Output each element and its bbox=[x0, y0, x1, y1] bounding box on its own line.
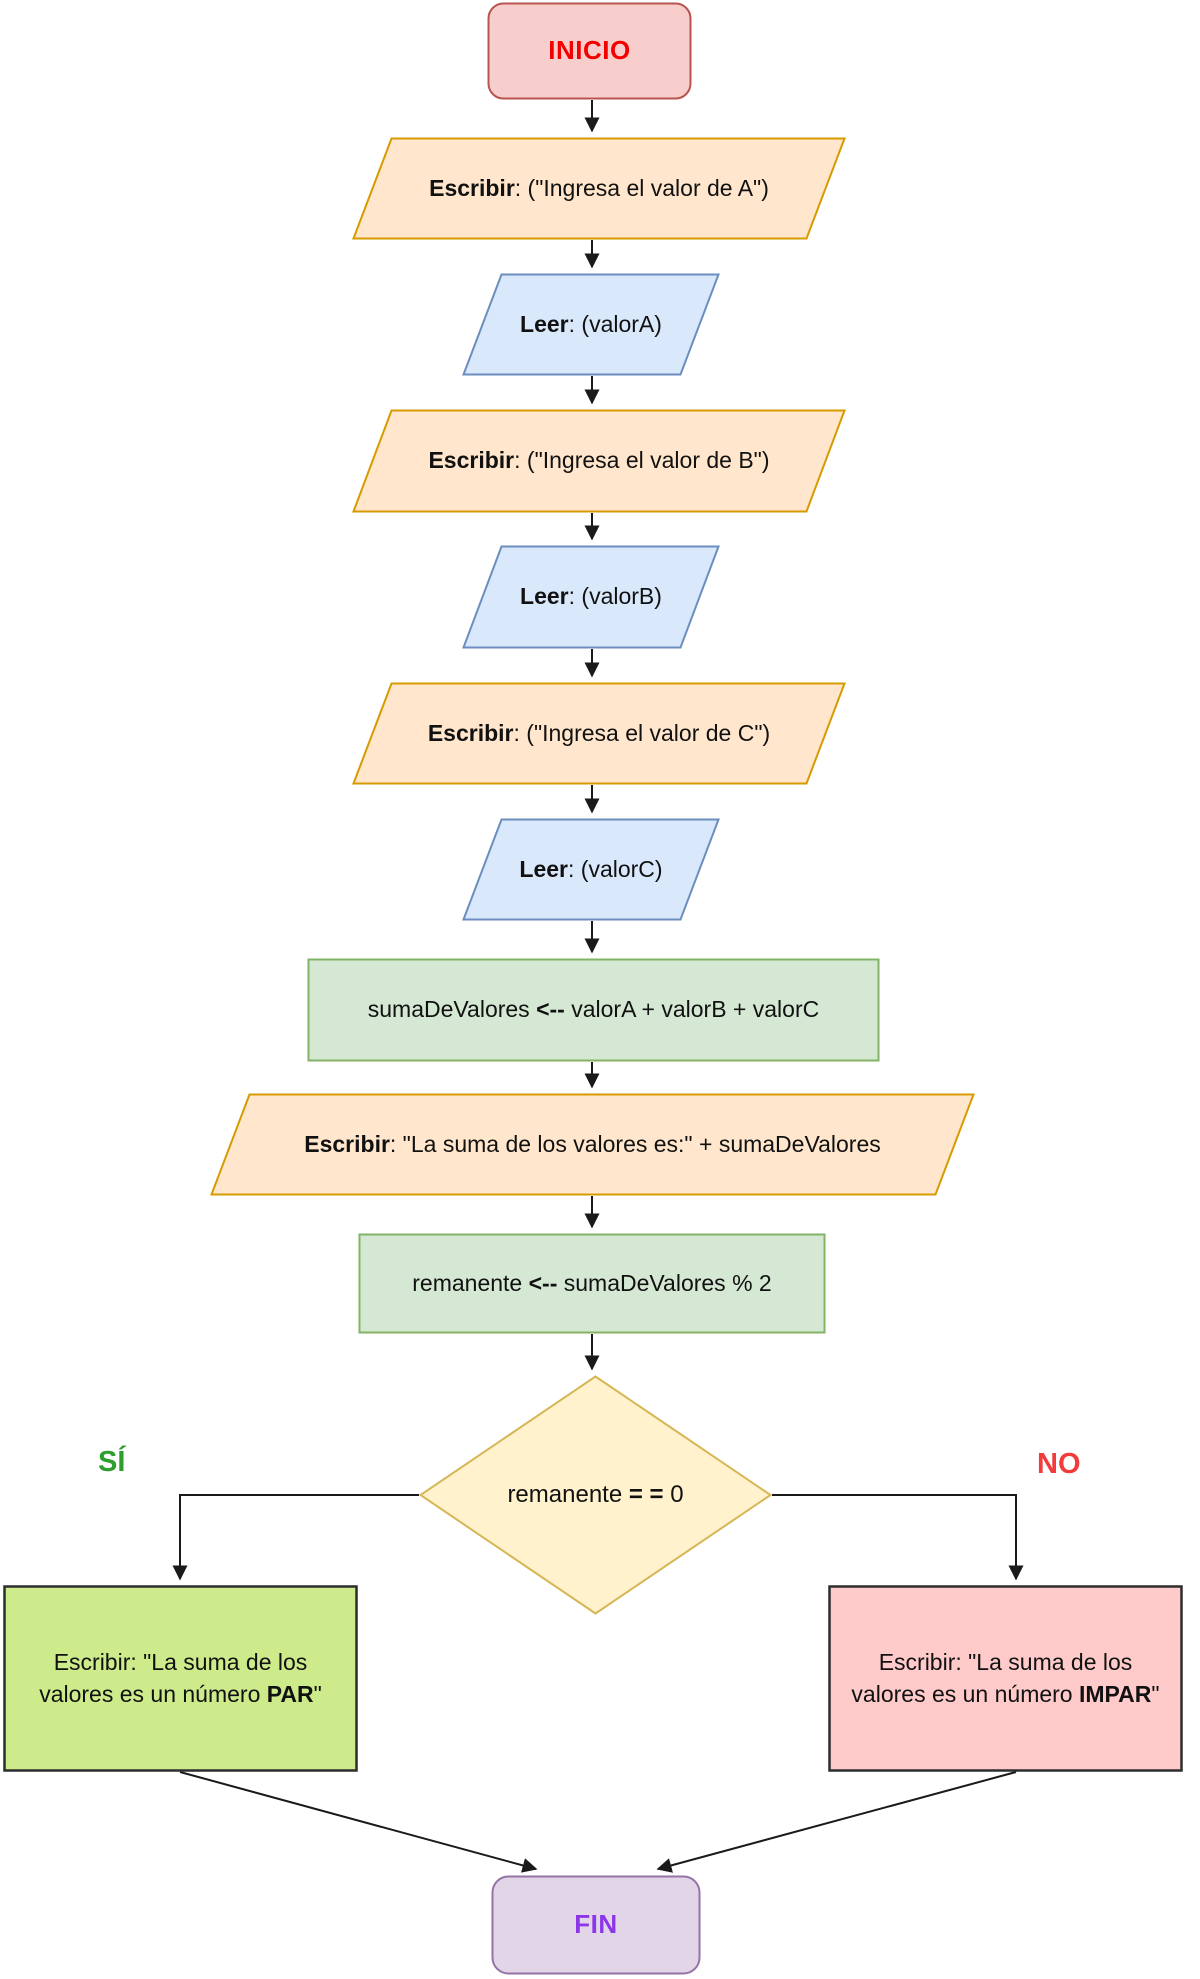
even-result-label: Escribir: "La suma de los valores es un … bbox=[39, 1649, 322, 1707]
even-result-shape bbox=[3, 1585, 358, 1772]
read-a-node: Leer: (valorA) bbox=[462, 273, 720, 376]
read-a-shape bbox=[462, 273, 720, 376]
write-sum-node: Escribir: "La suma de los valores es:" +… bbox=[210, 1093, 975, 1196]
read-c-label: Leer: (valorC) bbox=[519, 855, 663, 882]
read-c-shape bbox=[462, 818, 720, 921]
edge-odd-end bbox=[656, 1771, 1017, 1873]
write-b-label: Escribir: ("Ingresa el valor de B") bbox=[428, 447, 770, 474]
decision-shape bbox=[418, 1375, 773, 1615]
end-shape bbox=[491, 1875, 701, 1975]
remainder-process-label: remanente <-- sumaDeValores % 2 bbox=[412, 1269, 772, 1296]
write-a-label: Escribir: ("Ingresa el valor de A") bbox=[429, 174, 769, 201]
write-a-node: Escribir: ("Ingresa el valor de A") bbox=[352, 137, 846, 240]
read-b-node: Leer: (valorB) bbox=[462, 545, 720, 649]
end-node: FIN bbox=[491, 1875, 701, 1975]
yes-edge-label: SÍ bbox=[98, 1446, 126, 1478]
write-sum-shape bbox=[210, 1093, 975, 1196]
sum-process-label: sumaDeValores <-- valorA + valorB + valo… bbox=[367, 996, 820, 1023]
decision-node: remanente = = 0 bbox=[418, 1375, 773, 1615]
read-b-shape bbox=[462, 545, 720, 649]
even-result-node: Escribir: "La suma de los valores es un … bbox=[3, 1585, 358, 1772]
write-b-shape bbox=[352, 409, 846, 513]
start-node: INICIO bbox=[487, 2, 692, 100]
read-b-label: Leer: (valorB) bbox=[520, 583, 662, 610]
read-a-label: Leer: (valorA) bbox=[520, 310, 662, 337]
sum-process-node: sumaDeValores <-- valorA + valorB + valo… bbox=[307, 958, 880, 1062]
start-shape bbox=[487, 2, 692, 100]
edge-decision-no bbox=[772, 1494, 1024, 1581]
write-sum-label: Escribir: "La suma de los valores es:" +… bbox=[304, 1130, 881, 1157]
remainder-process-node: remanente <-- sumaDeValores % 2 bbox=[358, 1233, 826, 1334]
read-c-node: Leer: (valorC) bbox=[462, 818, 720, 921]
remainder-process-shape bbox=[358, 1233, 826, 1334]
sum-process-shape bbox=[307, 958, 880, 1062]
odd-result-shape bbox=[828, 1585, 1183, 1772]
write-c-node: Escribir: ("Ingresa el valor de C") bbox=[352, 682, 846, 785]
edge-decision-yes bbox=[172, 1494, 419, 1581]
decision-label: remanente = = 0 bbox=[507, 1480, 684, 1508]
start-label: INICIO bbox=[548, 35, 631, 66]
write-c-shape bbox=[352, 682, 846, 785]
write-b-node: Escribir: ("Ingresa el valor de B") bbox=[352, 409, 846, 513]
end-label: FIN bbox=[574, 1909, 618, 1940]
write-c-label: Escribir: ("Ingresa el valor de C") bbox=[427, 719, 771, 746]
write-a-shape bbox=[352, 137, 846, 240]
odd-result-label: Escribir: "La suma de los valores es un … bbox=[851, 1649, 1160, 1707]
no-edge-label: NO bbox=[1037, 1448, 1081, 1480]
edge-even-end bbox=[179, 1771, 538, 1873]
odd-result-node: Escribir: "La suma de los valores es un … bbox=[828, 1585, 1183, 1772]
